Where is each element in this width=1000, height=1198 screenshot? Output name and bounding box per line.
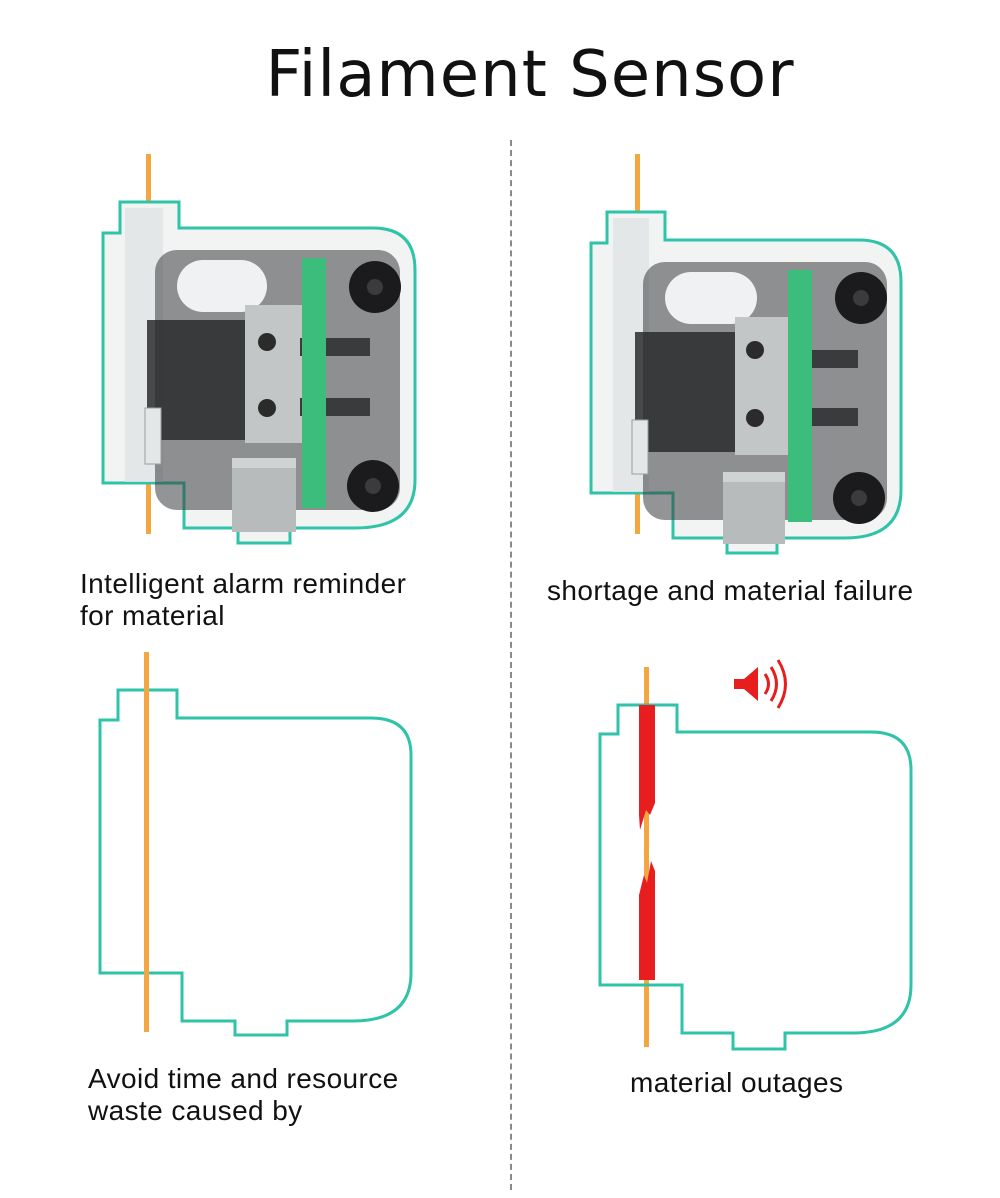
caption-top-left: Intelligent alarm reminder for material xyxy=(80,568,407,631)
sensor-housing-outline xyxy=(598,703,913,1051)
lever-block xyxy=(723,472,785,544)
broken-filament-lower xyxy=(639,861,655,980)
sensor-render-top-right xyxy=(589,154,903,555)
center-divider xyxy=(510,140,512,1190)
switch-board xyxy=(302,258,326,508)
caption-bottom-left: Avoid time and resource waste caused by xyxy=(88,1063,399,1126)
broken-filament-upper xyxy=(639,705,655,830)
page-title: Filament Sensor xyxy=(265,38,795,112)
lever-block xyxy=(232,458,296,532)
sensor-housing-outline xyxy=(98,688,413,1037)
sensor-outline-bottom-left xyxy=(98,652,413,1037)
filament-line xyxy=(644,667,649,1047)
sensor-outline-bottom-right xyxy=(598,659,913,1051)
switch-board xyxy=(788,270,812,522)
filament-line xyxy=(144,652,149,1032)
caption-bottom-right: material outages xyxy=(630,1067,844,1098)
speaker-alarm-icon xyxy=(734,659,787,709)
caption-top-right: shortage and material failure xyxy=(547,575,914,606)
sensor-render-top-left xyxy=(101,154,417,545)
